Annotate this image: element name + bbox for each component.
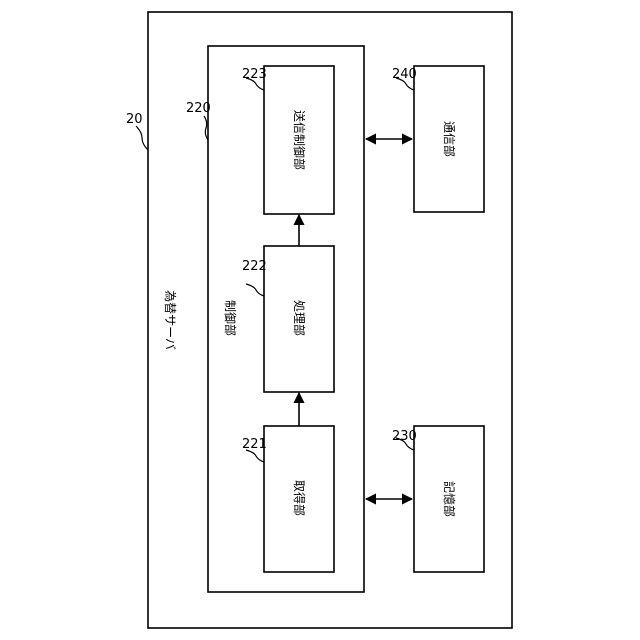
communication-unit-label: 通信部 — [442, 121, 457, 157]
processing-unit-ref: 222 — [242, 259, 267, 274]
storage-unit-label: 記憶部 — [442, 481, 457, 517]
acquisition-unit-ref: 221 — [242, 437, 267, 452]
storage-unit-ref: 230 — [392, 429, 417, 444]
transmission-control-unit-label: 送信制御部 — [292, 110, 307, 170]
server-label: 為替サーバ — [163, 290, 177, 350]
control-unit-ref: 220 — [186, 101, 211, 116]
server-ref-leader — [136, 126, 148, 150]
server-ref: 20 — [126, 112, 143, 127]
communication-unit-ref: 240 — [392, 67, 417, 82]
acquisition-unit-label: 取得部 — [292, 480, 307, 516]
transmission-control-unit-ref: 223 — [242, 67, 267, 82]
control-unit-label: 制御部 — [223, 300, 238, 336]
processing-unit-label: 処理部 — [292, 300, 307, 336]
